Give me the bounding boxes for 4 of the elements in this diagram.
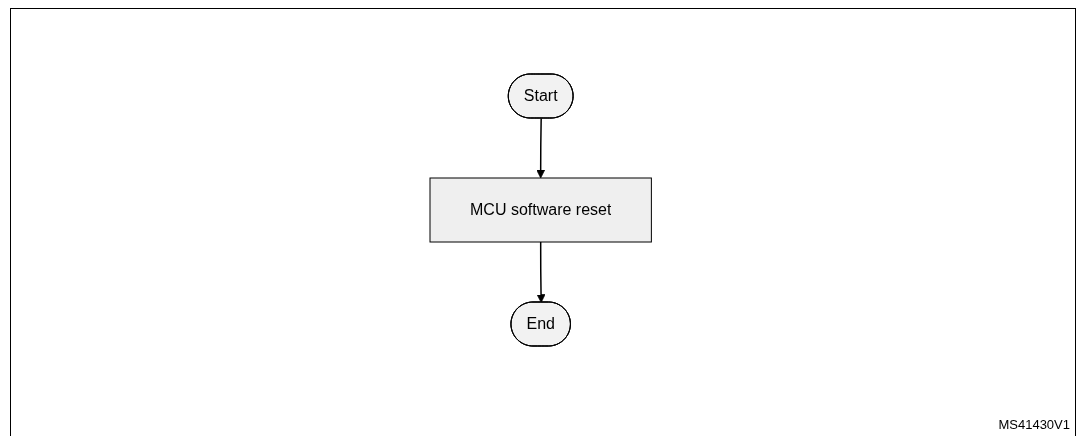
arrow <box>536 241 546 303</box>
arrow <box>536 117 546 179</box>
node-box: MCU software reset <box>429 177 653 243</box>
figure-code: MS41430V1 <box>998 417 1070 432</box>
